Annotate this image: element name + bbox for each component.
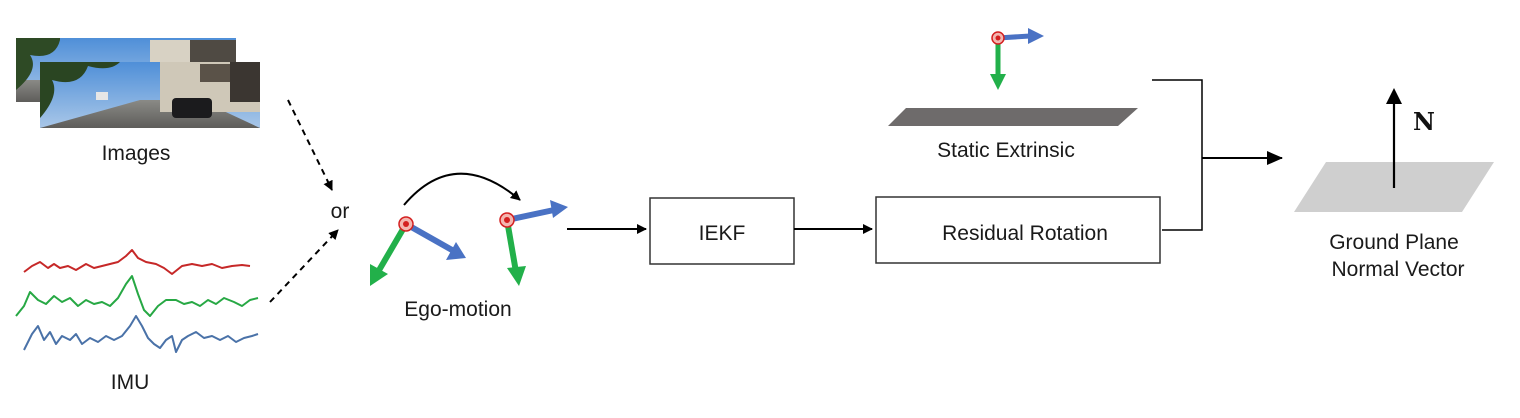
axis-y-arrowhead (370, 264, 388, 286)
imu-signal-red (23, 249, 251, 275)
static-extrinsic-frame (990, 28, 1044, 90)
imu-signal-blue (23, 315, 259, 353)
residual-rotation-label: Residual Rotation (942, 222, 1108, 245)
coordinate-frame-2 (499, 200, 568, 286)
iekf-label: IEKF (699, 222, 746, 245)
axis-y-arrow (504, 219, 519, 273)
axis-x-arrowhead (550, 200, 568, 218)
ego-motion-frames (370, 172, 568, 286)
ego-motion-label: Ego-motion (404, 298, 511, 321)
axis-x-arrowhead (446, 242, 466, 260)
coordinate-frame-1 (370, 216, 466, 286)
static-extrinsic-plane (888, 108, 1138, 126)
axis-y-arrow (375, 222, 409, 274)
axis-y-arrowhead (990, 74, 1006, 90)
axis-x-arrowhead (1028, 28, 1044, 44)
street-photo-front (40, 62, 260, 128)
merge-line-top (1152, 79, 1203, 158)
imu-label: IMU (111, 371, 150, 394)
normal-vector-n-label: N (1413, 107, 1435, 136)
residual-rotation-box (875, 196, 1161, 264)
axis-x-arrow (404, 221, 454, 253)
merge-line-bottom (1162, 158, 1203, 231)
axis-y-arrowhead (507, 266, 526, 286)
normal-vector-arrowhead (1386, 88, 1402, 104)
iekf-box (649, 197, 795, 265)
axis-x-arrow (506, 207, 555, 223)
ground-plane-label-line2: Normal Vector (1331, 258, 1464, 281)
imu-signal-green (15, 275, 259, 317)
dashed-arrow-imu (269, 229, 339, 303)
imu-signals (15, 249, 259, 353)
images-stack (16, 38, 260, 128)
static-extrinsic-label: Static Extrinsic (937, 139, 1075, 162)
images-label: Images (102, 142, 171, 165)
motion-curve-arrow (403, 172, 521, 206)
ground-plane-label-line1: Ground Plane (1329, 231, 1459, 254)
dashed-arrow-images (287, 99, 333, 191)
or-label: or (331, 200, 350, 223)
